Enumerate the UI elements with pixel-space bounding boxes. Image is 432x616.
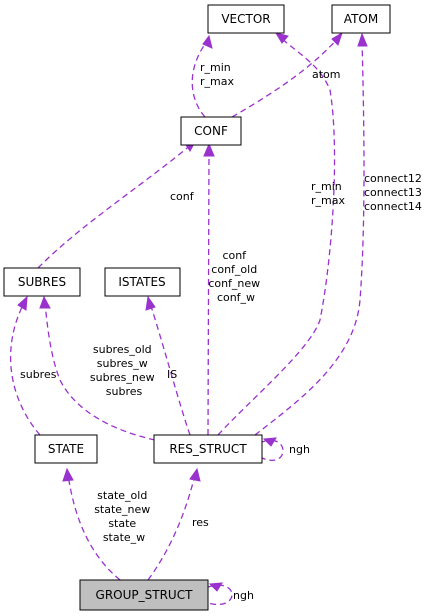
node-istates[interactable]: ISTATES [104,267,181,297]
edge-res-self [261,439,284,461]
node-subres-label: SUBRES [18,275,66,289]
node-atom[interactable]: ATOM [331,4,391,34]
label-group-self: ngh [233,589,254,602]
label-res-subres: subres_old subres_w subres_new subres [90,343,158,398]
node-vector[interactable]: VECTOR [207,4,285,34]
edge-res-subres [44,302,156,441]
label-conf-vector: r_min r_max [200,61,234,88]
edge-conf-atom [231,35,341,118]
node-istates-label: ISTATES [118,275,165,289]
node-conf[interactable]: CONF [180,116,242,146]
label-res-atom: connect12 connect13 connect14 [364,172,425,213]
edge-res-self-arrow [262,437,277,447]
node-atom-label: ATOM [344,12,378,26]
node-res-struct[interactable]: RES_STRUCT [153,434,263,464]
edge-res-conf [207,149,210,436]
label-subres-conf: conf [170,190,195,203]
node-state-label: STATE [48,442,84,456]
edge-conf-vector-arrow [202,34,213,49]
node-res-struct-label: RES_STRUCT [169,442,247,456]
edge-res-subres-arrow [39,295,51,309]
edge-group-self [207,584,233,606]
edge-group-res-arrow [189,467,201,482]
node-subres[interactable]: SUBRES [3,267,81,297]
node-state[interactable]: STATE [34,434,98,464]
node-group-struct-label: GROUP_STRUCT [96,588,194,602]
edge-res-conf-arrow [203,142,215,157]
node-vector-label: VECTOR [221,12,270,26]
label-res-self: ngh [289,443,310,456]
edge-group-res [147,474,196,581]
node-conf-label: CONF [194,124,228,138]
edge-subres-conf [37,142,194,269]
label-res-istates: IS [167,368,177,381]
node-group-struct[interactable]: GROUP_STRUCT [79,579,209,611]
edge-res-vector-arrow [274,32,289,44]
label-res-conf: conf conf_old conf_new conf_w [208,249,263,304]
label-group-state: state_old state_new state state_w [94,489,154,544]
edge-state-subres [9,302,41,436]
edge-res-vector [217,36,336,436]
edge-res-istates [149,302,191,436]
label-state-subres: subres [20,368,57,381]
edge-res-atom-arrow [357,32,368,47]
label-conf-atom: atom [312,68,341,81]
edge-res-istates-arrow [145,295,156,311]
edge-res-atom [254,39,365,436]
edge-conf-vector [191,39,209,118]
edge-group-self-arrow [208,582,223,592]
label-res-vector: r_min r_max [311,180,345,207]
edge-state-subres-arrow [17,295,28,311]
edge-group-state [67,474,121,581]
edge-group-state-arrow [62,467,74,482]
edge-conf-atom-arrow [331,31,343,46]
label-group-res: res [192,516,209,529]
